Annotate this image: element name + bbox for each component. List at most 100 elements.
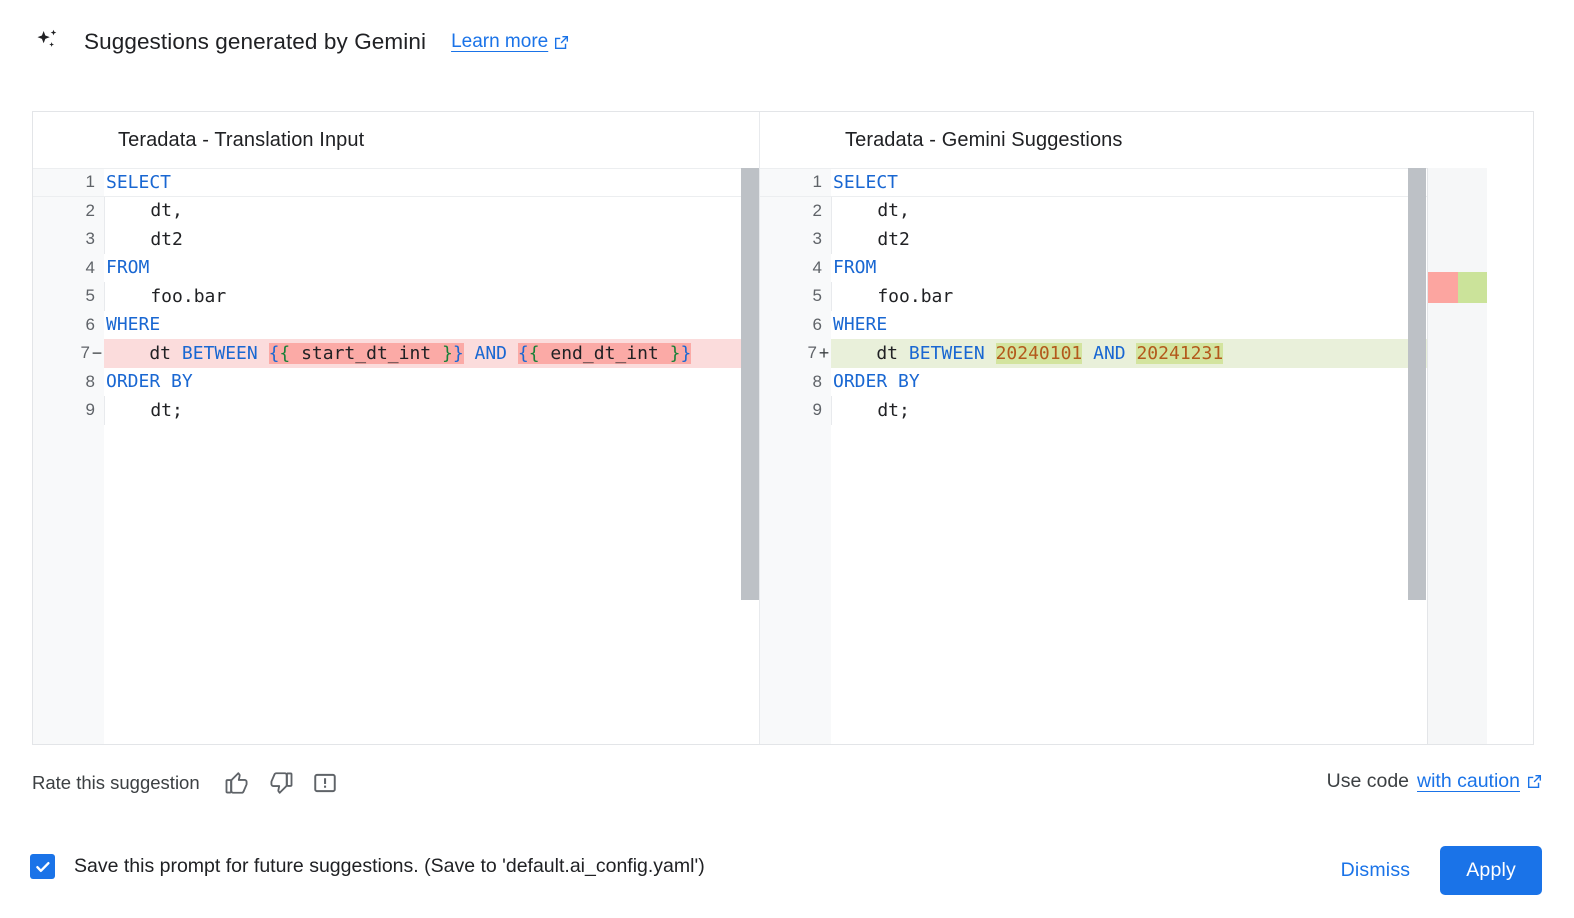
overview-ruler[interactable] bbox=[1427, 168, 1487, 744]
scrollbar-left[interactable] bbox=[741, 168, 759, 744]
scrollbar-right[interactable] bbox=[1408, 168, 1426, 744]
code-token: ORDER BY bbox=[106, 371, 193, 393]
line-number: 6 bbox=[812, 314, 822, 334]
code-line-text: WHERE bbox=[831, 311, 1487, 340]
line-number: 1 bbox=[812, 172, 822, 192]
save-prompt-checkbox[interactable] bbox=[30, 854, 55, 879]
code-line[interactable]: 2 dt, bbox=[33, 196, 759, 225]
scrollbar-thumb-right[interactable] bbox=[1408, 168, 1426, 600]
apply-button[interactable]: Apply bbox=[1440, 846, 1542, 895]
code-token: start_dt_int bbox=[290, 342, 442, 364]
code-line-text: SELECT bbox=[104, 169, 759, 196]
pane-title-right: Teradata - Gemini Suggestions bbox=[760, 112, 1487, 168]
code-token: { bbox=[279, 342, 291, 364]
line-number: 1 bbox=[85, 172, 95, 192]
report-icon[interactable] bbox=[310, 768, 340, 798]
thumb-up-icon[interactable] bbox=[222, 768, 252, 798]
with-caution-link[interactable]: with caution bbox=[1417, 770, 1520, 792]
overview-marker-add bbox=[1458, 272, 1487, 303]
code-token: ORDER BY bbox=[833, 371, 920, 393]
code-line-text: foo.bar bbox=[831, 282, 1487, 311]
code-token: WHERE bbox=[106, 314, 161, 336]
code-token bbox=[1082, 343, 1093, 364]
use-code-caution: Use code with caution bbox=[1327, 770, 1542, 793]
code-line[interactable]: 5 foo.bar bbox=[33, 282, 759, 311]
code-token: } bbox=[441, 342, 453, 364]
code-line[interactable]: 3 dt2 bbox=[33, 225, 759, 254]
code-token bbox=[1126, 343, 1137, 364]
scrollbar-thumb-left[interactable] bbox=[741, 168, 759, 600]
line-number: 7+ bbox=[807, 342, 830, 363]
code-token: dt, bbox=[107, 200, 183, 222]
code-line-text: dt; bbox=[831, 396, 1487, 425]
code-token: } bbox=[669, 342, 681, 364]
code-token: { bbox=[528, 342, 540, 364]
code-line-text: dt BETWEEN {{ start_dt_int }} AND {{ end… bbox=[104, 339, 759, 368]
line-number: 6 bbox=[85, 314, 95, 334]
feedback-bar: Rate this suggestion bbox=[32, 768, 340, 798]
code-line-text: WHERE bbox=[104, 311, 759, 340]
code-line-text: dt; bbox=[104, 396, 759, 425]
gutter-background-left bbox=[33, 112, 104, 744]
code-line[interactable]: 8 ORDER BY bbox=[760, 368, 1487, 397]
code-line-text: dt2 bbox=[104, 225, 759, 254]
code-token: FROM bbox=[106, 257, 150, 279]
code-token: 20241231 bbox=[1136, 342, 1224, 364]
code-line[interactable]: 4 FROM bbox=[33, 254, 759, 283]
code-token bbox=[985, 343, 996, 364]
use-code-prefix: Use code bbox=[1326, 770, 1410, 792]
code-line[interactable]: 1 SELECT bbox=[760, 168, 1487, 197]
sparkle-icon bbox=[32, 27, 62, 57]
code-line-text: FROM bbox=[104, 254, 759, 283]
code-line-text: dt, bbox=[831, 196, 1487, 225]
code-token: dt; bbox=[834, 399, 910, 421]
dialog-header: Suggestions generated by Gemini Learn mo… bbox=[32, 27, 569, 57]
line-number: 2 bbox=[812, 200, 822, 220]
code-line-text: SELECT bbox=[831, 169, 1487, 196]
code-line[interactable]: 9 dt; bbox=[33, 396, 759, 425]
save-prompt-label: Save this prompt for future suggestions.… bbox=[74, 855, 705, 877]
code-token: dt2 bbox=[834, 228, 910, 250]
line-number: 4 bbox=[85, 257, 95, 277]
code-line[interactable]: 2 dt, bbox=[760, 196, 1487, 225]
code-line[interactable]: 3 dt2 bbox=[760, 225, 1487, 254]
thumb-down-icon[interactable] bbox=[266, 768, 296, 798]
dismiss-button[interactable]: Dismiss bbox=[1323, 849, 1429, 892]
code-line[interactable]: 7− dt BETWEEN {{ start_dt_int }} AND {{ … bbox=[33, 339, 759, 368]
code-line-text: foo.bar bbox=[104, 282, 759, 311]
code-token: } bbox=[680, 342, 692, 364]
code-line[interactable]: 6 WHERE bbox=[760, 311, 1487, 340]
code-token: } bbox=[452, 342, 464, 364]
code-line[interactable]: 7+ dt BETWEEN 20240101 AND 20241231 bbox=[760, 339, 1487, 368]
line-number: 8 bbox=[812, 371, 822, 391]
code-line[interactable]: 5 foo.bar bbox=[760, 282, 1487, 311]
code-line[interactable]: 1 SELECT bbox=[33, 168, 759, 197]
line-number: 9 bbox=[85, 400, 95, 420]
code-token: end_dt_int bbox=[539, 342, 670, 364]
code-line[interactable]: 9 dt; bbox=[760, 396, 1487, 425]
code-token: WHERE bbox=[833, 314, 888, 336]
code-token: BETWEEN bbox=[908, 342, 985, 364]
code-line-text: dt2 bbox=[831, 225, 1487, 254]
code-line[interactable]: 6 WHERE bbox=[33, 311, 759, 340]
learn-more-link[interactable]: Learn more bbox=[451, 31, 569, 53]
page-title: Suggestions generated by Gemini bbox=[84, 29, 427, 54]
code-token: AND bbox=[1093, 342, 1126, 364]
code-line-text: ORDER BY bbox=[104, 368, 759, 397]
line-number: 2 bbox=[85, 200, 95, 220]
code-token: SELECT bbox=[106, 171, 172, 193]
line-number: 3 bbox=[85, 229, 95, 249]
code-token: dt; bbox=[107, 399, 183, 421]
code-line[interactable]: 8 ORDER BY bbox=[33, 368, 759, 397]
code-token: dt2 bbox=[107, 228, 183, 250]
external-link-icon bbox=[554, 35, 569, 50]
line-number: 8 bbox=[85, 371, 95, 391]
dialog-actions: Dismiss Apply bbox=[1323, 846, 1542, 895]
code-token: dt bbox=[833, 342, 909, 364]
line-number: 9 bbox=[812, 400, 822, 420]
